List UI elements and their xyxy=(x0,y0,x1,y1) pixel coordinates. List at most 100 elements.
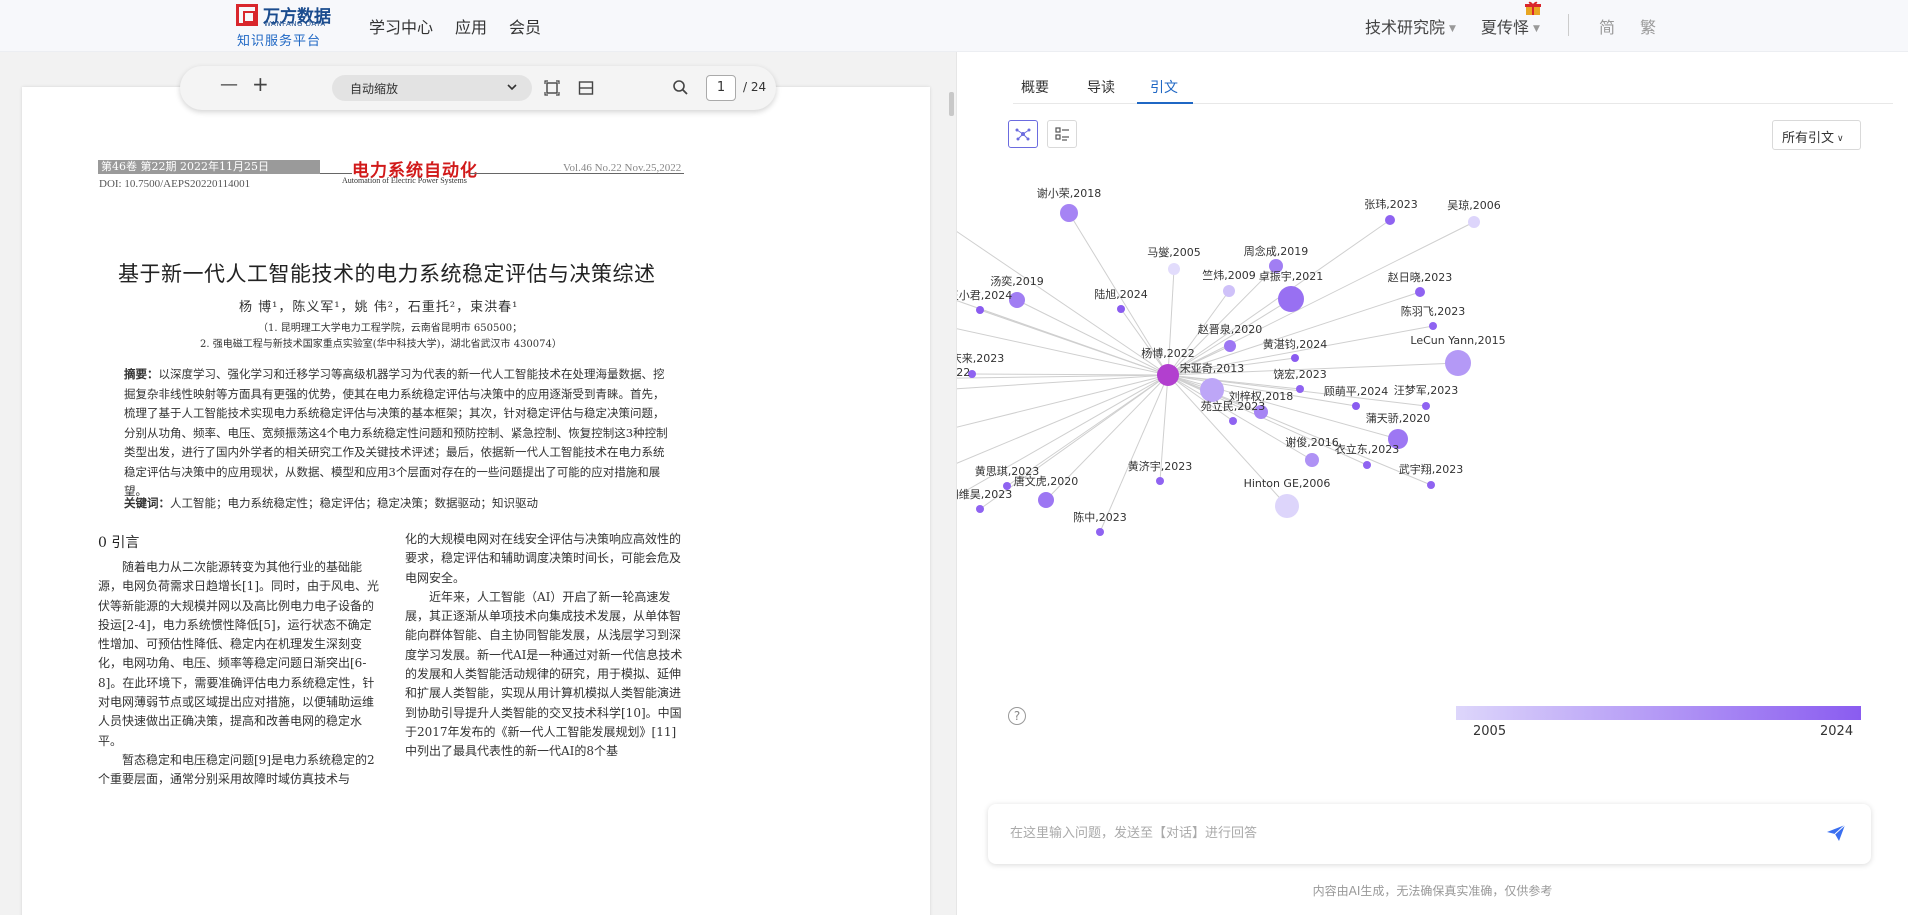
citation-edge xyxy=(1167,265,1277,376)
user-menu[interactable]: 夏传怿▼ xyxy=(1481,14,1540,38)
citation-node[interactable] xyxy=(1275,494,1299,518)
citation-node[interactable] xyxy=(1224,340,1236,352)
keywords-label: 关键词： xyxy=(124,496,170,510)
pdf-toolbar: — + 自动缩放 1 / 24 xyxy=(180,66,776,110)
nav-apps[interactable]: 应用 xyxy=(455,18,488,37)
citation-node-label: 卓振宇,2021 xyxy=(1259,269,1324,283)
citation-node[interactable] xyxy=(1445,350,1471,376)
citation-node[interactable] xyxy=(1291,354,1299,362)
list-view-button[interactable] xyxy=(1047,120,1077,148)
citation-node[interactable] xyxy=(1096,528,1104,536)
citation-node[interactable] xyxy=(1003,482,1011,490)
tab-summary[interactable]: 概要 xyxy=(1021,80,1049,96)
citation-node[interactable] xyxy=(1156,477,1164,485)
citation-node[interactable] xyxy=(1305,453,1319,467)
citation-node[interactable] xyxy=(1422,402,1430,410)
citation-node[interactable] xyxy=(976,306,984,314)
paragraph: 近年来，人工智能（AI）开启了新一轮高速发展，其正逐渐从单项技术向集成技术发展，… xyxy=(405,589,683,759)
citation-node[interactable] xyxy=(1269,259,1283,273)
tab-citations[interactable]: 引文 xyxy=(1150,80,1178,96)
citation-node[interactable] xyxy=(1038,492,1054,508)
logo-en: WANFANG DATA xyxy=(264,20,326,28)
citation-edge xyxy=(1167,290,1230,376)
citation-node-label: 郭庆来,2023 xyxy=(957,351,1004,365)
citation-node-label: 谢小荣,2018 xyxy=(1037,186,1102,200)
citation-edge xyxy=(1120,308,1169,376)
citation-node-label: 黄济宇,2023 xyxy=(1128,459,1193,473)
citation-edge xyxy=(1016,299,1169,376)
citation-node-label: LeCun Yann,2015 xyxy=(1410,334,1505,347)
citation-filter-value: 所有引文 xyxy=(1782,131,1835,146)
search-icon[interactable] xyxy=(672,79,689,96)
citation-graph[interactable]: 刘骥,2009谢小荣,2018马燮,2005周念成,2019张玮,2023吴琼,… xyxy=(957,52,1908,692)
citation-node[interactable] xyxy=(1352,402,1360,410)
citation-node-label: 周念成,2019 xyxy=(1244,244,1309,258)
citation-node[interactable] xyxy=(1388,429,1408,449)
lang-simplified[interactable]: 简 xyxy=(1599,18,1616,37)
page-layout-icon[interactable] xyxy=(578,80,594,96)
citation-edge xyxy=(957,374,1169,464)
citation-edge xyxy=(1167,325,1434,377)
citation-node[interactable] xyxy=(1278,286,1304,312)
zoom-select[interactable]: 自动缩放 xyxy=(332,75,532,101)
lang-traditional[interactable]: 繁 xyxy=(1640,18,1657,37)
citation-node[interactable] xyxy=(1385,215,1395,225)
ask-input[interactable] xyxy=(1010,818,1770,848)
paper-affiliation-2: 2. 强电磁工程与新技术国家重点实验室(华中科技大学)，湖北省武汉市 43007… xyxy=(200,339,562,350)
zoom-in-button[interactable]: + xyxy=(252,72,269,96)
citation-edge xyxy=(1167,374,1234,422)
pdf-page xyxy=(22,87,930,915)
citation-node-label: 宋亚奇,2013 xyxy=(1180,361,1245,375)
side-panel: 概要 导读 引文 所有引文∨ 刘骥,2009谢小荣,2018马燮,2005周念成… xyxy=(957,52,1908,915)
citation-node[interactable] xyxy=(1229,417,1237,425)
citation-node[interactable] xyxy=(1168,263,1180,275)
active-tab-indicator xyxy=(1137,102,1193,104)
panel-tabs: 概要 导读 引文 xyxy=(1013,74,1893,104)
citation-edge xyxy=(1167,345,1231,376)
citation-filter-select[interactable]: 所有引文∨ xyxy=(1772,120,1861,150)
center-paper-label: 杨博,2022 xyxy=(1141,346,1195,360)
graph-view-button[interactable] xyxy=(1008,120,1038,148)
paper-abstract: 摘要：以深度学习、强化学习和迁移学习等高级机器学习为代表的新一代人工智能技术在处… xyxy=(124,365,669,502)
citation-node[interactable] xyxy=(1254,405,1268,419)
zoom-out-button[interactable]: — xyxy=(220,74,238,95)
citation-edge xyxy=(1165,268,1175,376)
nav-membership[interactable]: 会员 xyxy=(509,18,542,37)
chevron-down-icon: ▼ xyxy=(1449,24,1456,34)
citation-node[interactable] xyxy=(1415,287,1425,297)
citation-edge xyxy=(971,371,1169,378)
citation-node[interactable] xyxy=(1200,378,1224,402)
citation-node[interactable] xyxy=(1429,322,1437,330)
citation-node[interactable] xyxy=(1363,461,1371,469)
citation-edge xyxy=(957,372,1169,390)
wanfang-logo[interactable]: 万方数据 WANFANG DATA 知识服务平台 xyxy=(236,2,346,49)
nav-learning-center[interactable]: 学习中心 xyxy=(369,18,434,37)
pdf-scrollbar-thumb[interactable] xyxy=(949,92,954,116)
help-icon[interactable]: ? xyxy=(1008,707,1026,725)
citation-node[interactable] xyxy=(968,370,976,378)
citation-node[interactable] xyxy=(1060,204,1078,222)
fit-page-icon[interactable] xyxy=(544,80,560,96)
citation-edge xyxy=(1159,374,1171,482)
citation-node[interactable] xyxy=(1468,216,1480,228)
citation-node[interactable] xyxy=(1296,385,1304,393)
citation-edge xyxy=(1045,374,1169,501)
citation-node-label: 胡维昊,2023 xyxy=(957,487,1012,501)
institute-menu[interactable]: 技术研究院▼ xyxy=(1365,14,1456,38)
send-icon[interactable] xyxy=(1826,824,1846,842)
citation-node[interactable] xyxy=(1427,481,1435,489)
citation-node[interactable] xyxy=(1117,305,1125,313)
page-number-input[interactable]: 1 xyxy=(706,75,736,101)
citation-node[interactable] xyxy=(1009,292,1025,308)
wanfang-logo-icon xyxy=(236,4,258,26)
center-paper-node[interactable] xyxy=(1157,364,1179,386)
pdf-viewer[interactable]: — + 自动缩放 1 / 24 第46卷 第22期 2022年11月25日 电力… xyxy=(0,52,956,915)
pane-divider[interactable] xyxy=(956,52,957,915)
user-name: 夏传怿 xyxy=(1481,18,1530,37)
citation-node[interactable] xyxy=(976,505,984,513)
tab-guide[interactable]: 导读 xyxy=(1087,80,1115,96)
gift-icon[interactable] xyxy=(1525,0,1541,15)
citation-node[interactable] xyxy=(1223,285,1235,297)
section-heading: 0 引言 xyxy=(98,535,140,551)
citation-node-label: 蒲天骄,2020 xyxy=(1366,411,1431,425)
